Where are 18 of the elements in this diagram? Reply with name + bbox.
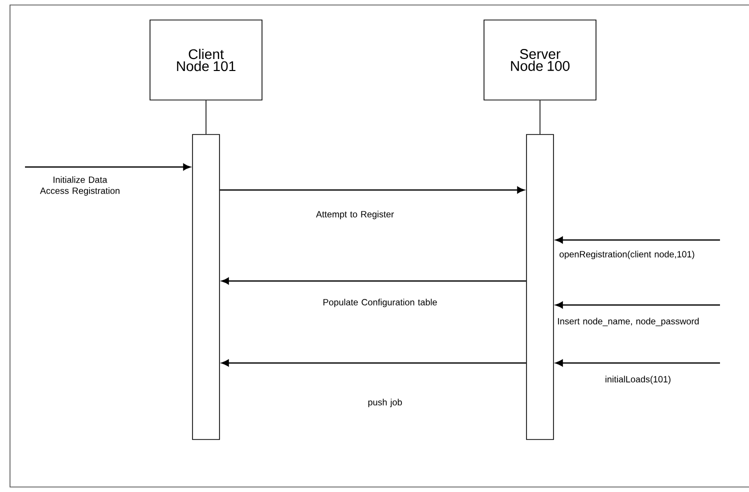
message-arrow <box>556 236 720 244</box>
participant-box: Client Node 101 <box>150 20 262 100</box>
edge-label: Initialize Data Access Registration <box>40 176 120 196</box>
message-arrow <box>222 360 526 366</box>
message-arrow <box>25 164 190 170</box>
edge-label: Attempt to Register <box>316 210 394 220</box>
message-arrow <box>220 186 524 194</box>
edge-label: initialLoads(101) <box>606 376 670 384</box>
edge-label: Insert node_name, node_password <box>558 318 699 326</box>
activation-bar <box>526 134 554 440</box>
edge-label: Populate Configuration table <box>323 298 437 308</box>
edge-label: openRegistration(client node,101) <box>560 250 694 260</box>
message-arrow <box>556 360 720 366</box>
message-arrow <box>556 302 720 308</box>
participant-box: Server Node 100 <box>484 20 596 100</box>
activation-bar <box>192 134 220 440</box>
edge-label: push job <box>368 398 402 408</box>
message-arrow <box>222 278 526 284</box>
